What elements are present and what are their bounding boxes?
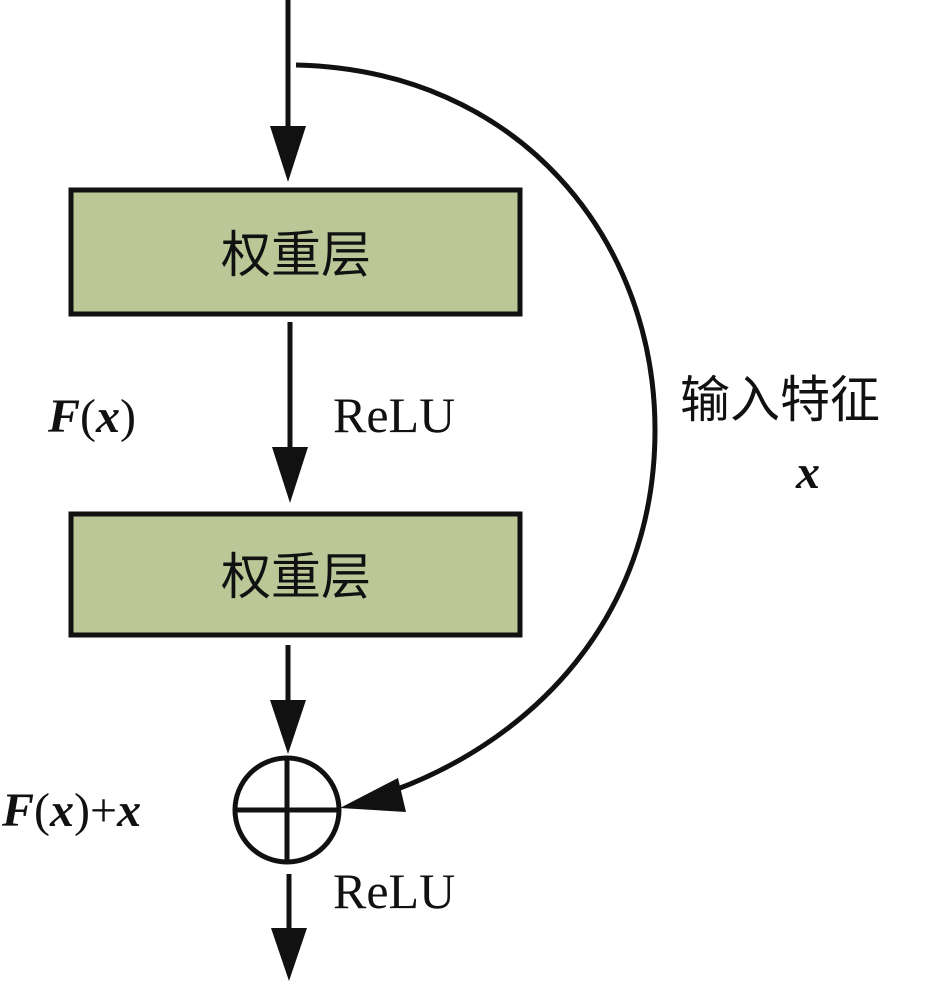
fx-label: F(x) (47, 390, 136, 443)
weight-layer-2: 权重层 (68, 511, 523, 638)
output-arrow (271, 874, 307, 981)
input-arrow (270, 0, 306, 182)
skip-connection (295, 62, 658, 812)
weight-layer-1-box (68, 187, 523, 317)
skip-connection-arc (295, 62, 658, 793)
relu-label-1: ReLU (333, 387, 455, 443)
weight-layer-2-label: 权重层 (221, 548, 371, 606)
skip-connection-label: 输入特征 (680, 371, 880, 429)
fx-plus-x-label: F(x)+x (1, 784, 141, 837)
skip-connection-arrow-head (340, 778, 406, 812)
sum-node (232, 755, 342, 865)
weight-layer-2-box (68, 511, 523, 638)
output-arrow-head (271, 928, 307, 981)
input-arrow-head (270, 126, 306, 182)
skip-connection-var: x (795, 446, 820, 499)
middle-arrow (272, 322, 308, 503)
sum-input-arrow (270, 645, 306, 754)
sum-input-arrow-head (270, 700, 306, 754)
relu-label-2: ReLU (333, 863, 455, 919)
weight-layer-1-label: 权重层 (221, 226, 371, 284)
middle-arrow-head (272, 447, 308, 503)
weight-layer-1: 权重层 (68, 187, 523, 317)
